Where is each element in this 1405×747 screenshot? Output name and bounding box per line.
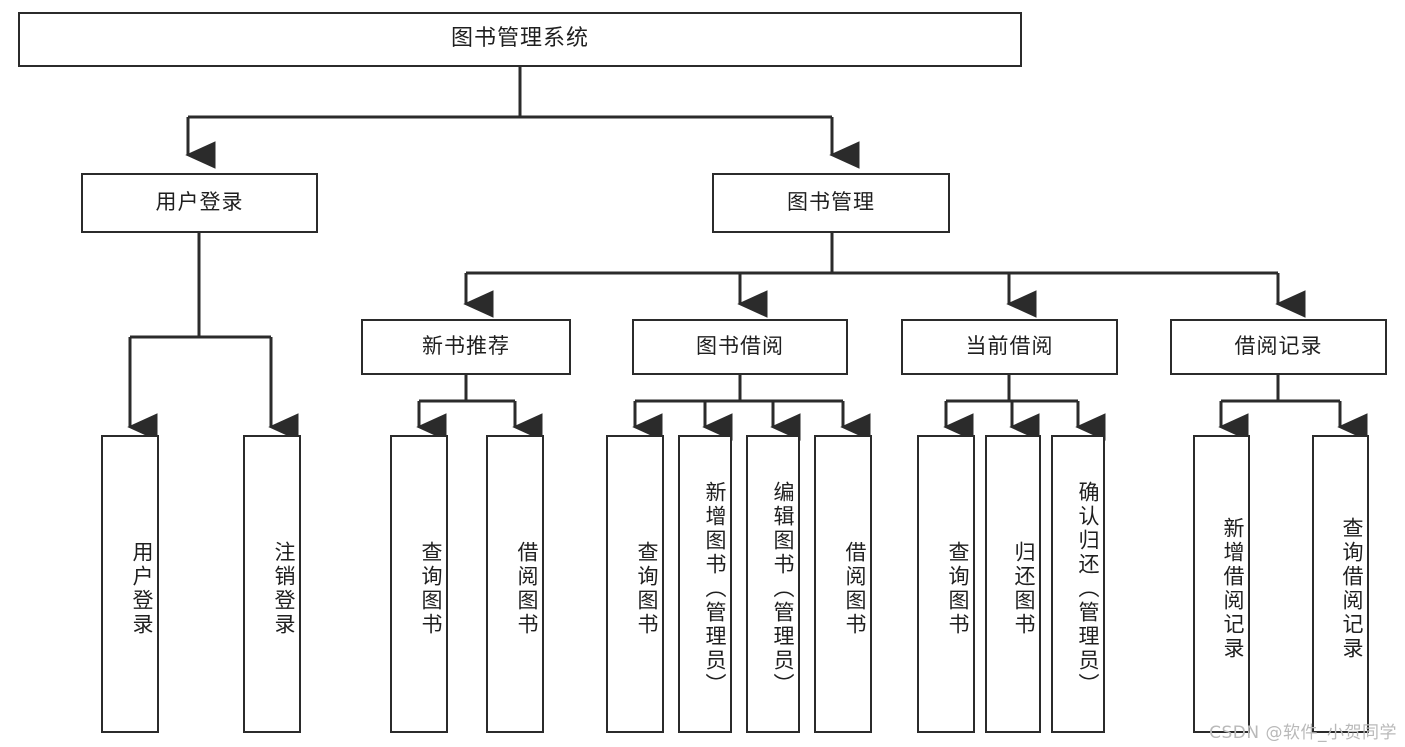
node-borrow-record[interactable]: 借阅记录 bbox=[1170, 319, 1387, 375]
node-label: 注销登录 bbox=[272, 541, 296, 637]
node-label: 新书推荐 bbox=[422, 334, 510, 359]
node-book-management[interactable]: 图书管理 bbox=[712, 173, 950, 233]
node-leaf-confirm-return[interactable]: 确认归还（管理员） bbox=[1051, 435, 1105, 733]
node-leaf-add-book[interactable]: 新增图书（管理员） bbox=[678, 435, 732, 733]
node-label: 借阅记录 bbox=[1234, 334, 1323, 359]
watermark-text: CSDN @软件_小贺同学 bbox=[1209, 723, 1397, 743]
node-label: 查询图书 bbox=[635, 541, 659, 637]
node-label: 查询借阅记录 bbox=[1340, 517, 1364, 661]
node-leaf-return-book[interactable]: 归还图书 bbox=[985, 435, 1041, 733]
node-leaf-borrow-book-2[interactable]: 借阅图书 bbox=[814, 435, 872, 733]
node-label: 归还图书 bbox=[1012, 541, 1036, 637]
node-label: 图书借阅 bbox=[696, 334, 784, 359]
node-label: 用户登录 bbox=[130, 541, 154, 637]
node-label: 借阅图书 bbox=[515, 541, 539, 637]
node-user-login[interactable]: 用户登录 bbox=[81, 173, 318, 233]
node-current-borrow[interactable]: 当前借阅 bbox=[901, 319, 1118, 375]
node-leaf-user-login[interactable]: 用户登录 bbox=[101, 435, 159, 733]
node-label: 编辑图书（管理员） bbox=[771, 481, 795, 697]
node-label: 借阅图书 bbox=[843, 541, 867, 637]
node-new-book-recommend[interactable]: 新书推荐 bbox=[361, 319, 571, 375]
node-label: 查询图书 bbox=[946, 541, 970, 637]
node-label: 确认归还（管理员） bbox=[1076, 481, 1100, 697]
node-root-system[interactable]: 图书管理系统 bbox=[18, 12, 1022, 67]
node-leaf-add-record[interactable]: 新增借阅记录 bbox=[1193, 435, 1250, 733]
node-label: 当前借阅 bbox=[965, 334, 1054, 359]
node-leaf-borrow-book-1[interactable]: 借阅图书 bbox=[486, 435, 544, 733]
node-label: 用户登录 bbox=[155, 190, 244, 215]
node-label: 图书管理系统 bbox=[450, 26, 589, 52]
node-label: 图书管理 bbox=[787, 190, 875, 215]
node-leaf-query-book-3[interactable]: 查询图书 bbox=[917, 435, 975, 733]
node-leaf-edit-book[interactable]: 编辑图书（管理员） bbox=[746, 435, 800, 733]
node-label: 查询图书 bbox=[419, 541, 443, 637]
node-label: 新增借阅记录 bbox=[1221, 517, 1245, 661]
node-leaf-query-record[interactable]: 查询借阅记录 bbox=[1312, 435, 1369, 733]
node-book-borrow[interactable]: 图书借阅 bbox=[632, 319, 848, 375]
node-leaf-query-book-2[interactable]: 查询图书 bbox=[606, 435, 664, 733]
node-leaf-logout-login[interactable]: 注销登录 bbox=[243, 435, 301, 733]
node-leaf-query-book-1[interactable]: 查询图书 bbox=[390, 435, 448, 733]
node-label: 新增图书（管理员） bbox=[703, 481, 727, 697]
